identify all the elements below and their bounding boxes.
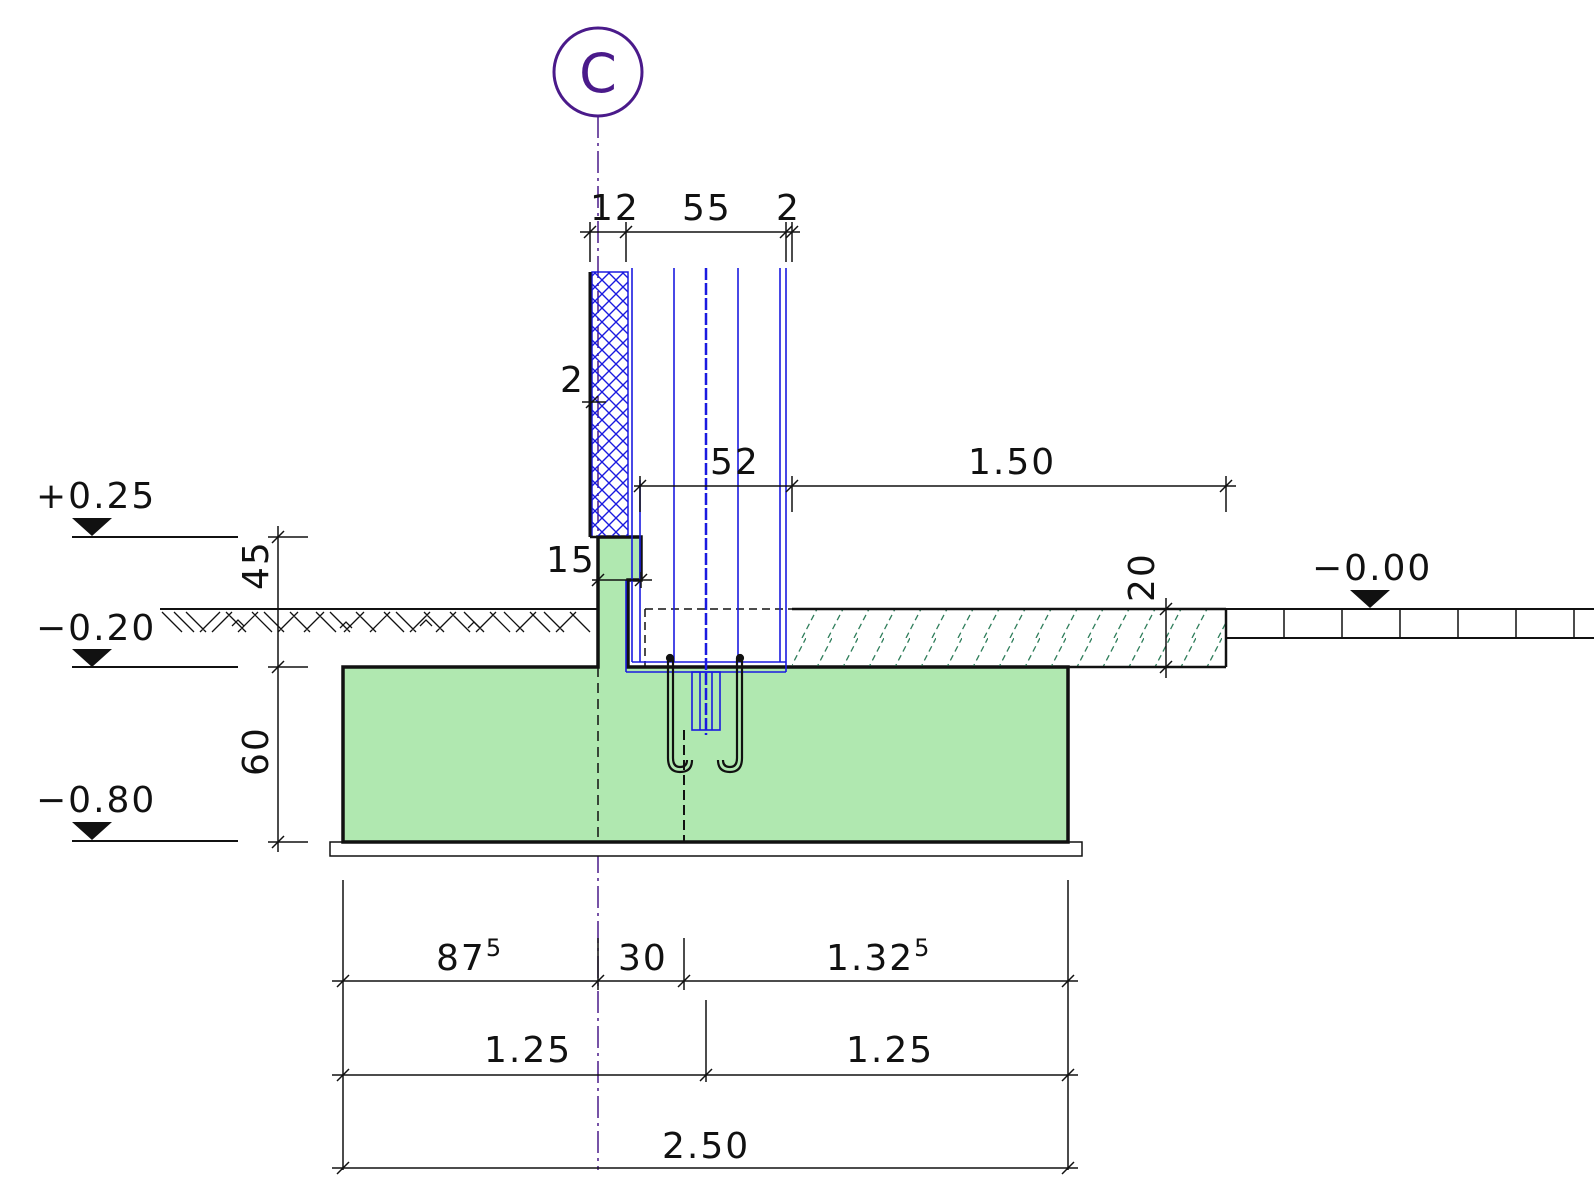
wall-insulation [588,271,641,539]
axis-label: C [579,42,617,105]
steel-column [625,268,787,735]
level-label-floor: −0.00 [1312,548,1432,589]
floor-slab [644,607,1228,669]
dim-20: 20 [1122,552,1163,602]
level-marker-floor: −0.00 [1312,548,1432,608]
anchor-bolts [665,653,745,774]
dimension-15 [591,572,652,588]
dim-52: 52 [710,442,760,483]
dim-125-right: 1.25 [846,1030,934,1071]
dimension-52-150 [633,476,1236,512]
dim-1325-main: 1.32 [826,938,914,979]
dim-55: 55 [682,188,732,229]
dim-150: 1.50 [968,442,1056,483]
dimension-top [580,222,800,262]
level-label-ground: −0.20 [36,608,156,649]
dim-15: 15 [546,540,596,581]
dim-125-left: 1.25 [484,1030,572,1071]
dim-2-insulation: 2 [560,360,585,401]
dim-875: 875 [436,934,503,979]
dim-2-top: 2 [776,188,801,229]
dim-875-main: 87 [436,938,486,979]
dim-45: 45 [236,540,277,590]
floor-paving [1226,608,1594,639]
dim-1325: 1.325 [826,934,931,979]
dimension-vertical-left [268,526,308,852]
dim-250: 2.50 [662,1126,750,1167]
dim-60: 60 [236,726,277,776]
dim-875-sup: 5 [486,934,503,962]
level-marker-foundation-bottom: −0.80 [36,780,238,842]
level-label-foundation-bottom: −0.80 [36,780,156,821]
dimension-slab-20 [1156,598,1176,678]
level-marker-top-wall: +0.25 [36,476,238,538]
level-marker-ground: −0.20 [36,608,238,668]
dimension-insulation [582,395,606,410]
dim-30: 30 [618,938,668,979]
level-label-top-wall: +0.25 [36,476,156,517]
dimension-bottom-chains [332,880,1078,1175]
dim-1325-sup: 5 [914,934,931,962]
dim-12: 12 [590,188,640,229]
blinding-layer [329,841,1083,857]
ground-earth-hatch [160,608,598,633]
